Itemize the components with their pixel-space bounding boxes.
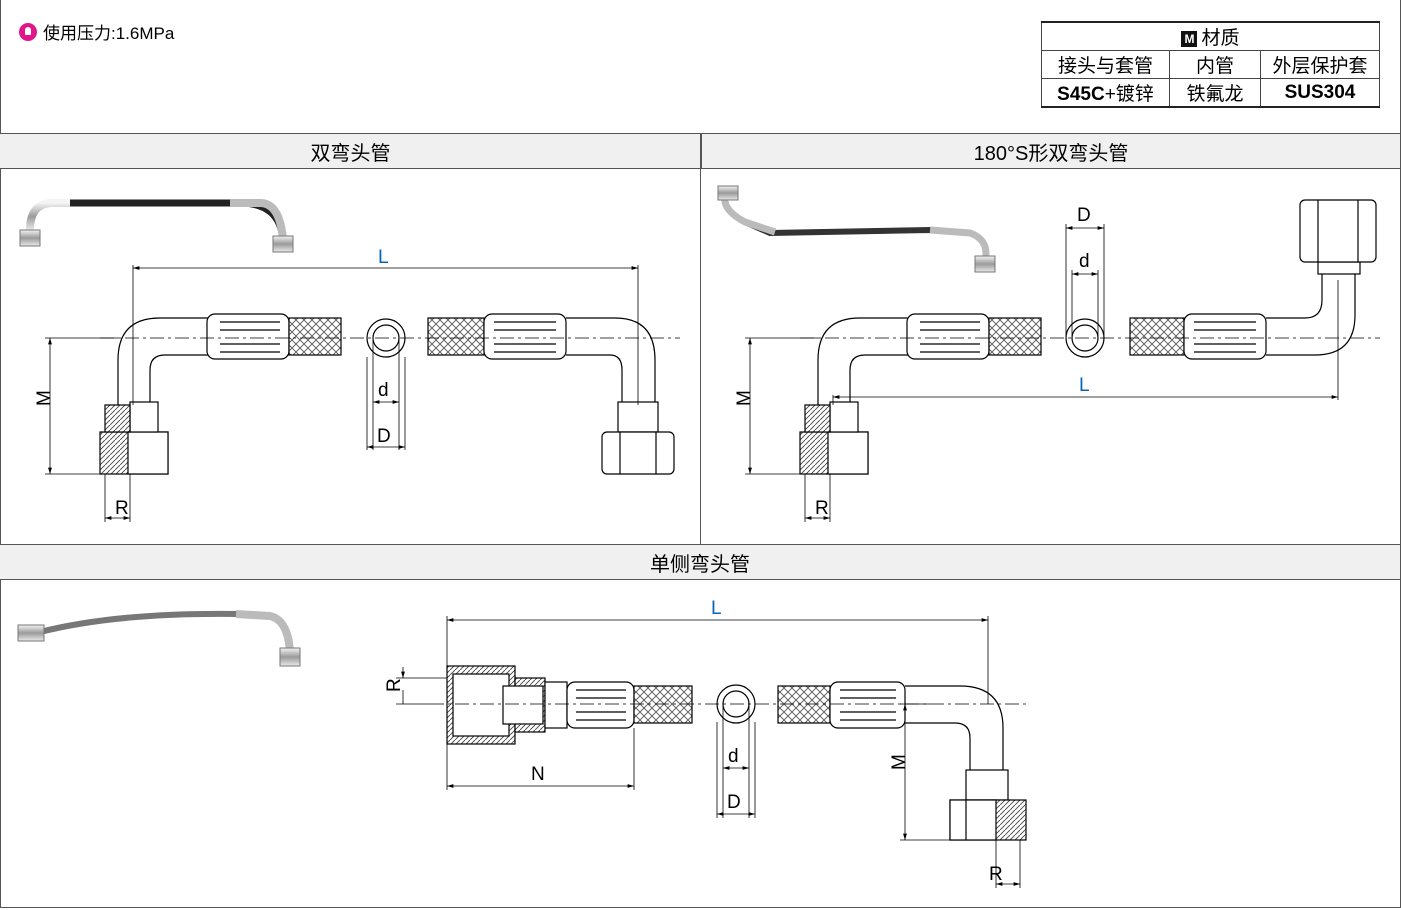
drawing-double-elbow [45, 265, 680, 522]
section-divider [700, 133, 701, 544]
value-outer-sheath: SUS304 [1260, 78, 1380, 108]
dim-label-M-1: M [34, 390, 55, 406]
header-outer-sheath: 外层保护套 [1260, 50, 1380, 79]
dim-label-M-2: M [734, 390, 755, 406]
material-title: 材质 [1201, 28, 1240, 49]
section-header-single-elbow: 单侧弯头管 [0, 544, 1400, 580]
dim-label-d-2: d [1079, 251, 1090, 272]
location-pin-icon [19, 22, 37, 41]
value-fitting-plating: +镀锌 [1104, 84, 1154, 105]
drawing-s-double-elbow [745, 199, 1380, 522]
section-header-double-elbow: 双弯头管 [0, 133, 701, 169]
dim-label-D-2: D [1077, 205, 1091, 226]
dim-label-L-1: L [378, 247, 389, 268]
dim-label-M-3: M [889, 754, 910, 770]
dim-label-R-3b: R [989, 864, 1003, 885]
section-header-s-double-elbow: 180°S形双弯头管 [701, 133, 1400, 169]
material-m-icon: M [1181, 30, 1198, 47]
dim-label-D-3: D [727, 792, 741, 813]
dim-label-d-3: d [728, 746, 739, 767]
dim-label-L-3: L [711, 598, 722, 619]
value-fitting-steel: S45C [1057, 84, 1105, 105]
drawing-single-elbow [396, 616, 1030, 888]
photo-single-elbow-hose [17, 610, 301, 667]
pressure-text: 使用压力:1.6MPa [43, 24, 175, 43]
dim-label-L-2: L [1079, 375, 1090, 396]
header-inner-tube: 内管 [1169, 50, 1261, 79]
dim-label-N-3: N [531, 764, 545, 785]
dim-label-D-1: D [377, 426, 391, 447]
dim-label-R-1: R [115, 498, 129, 519]
value-fitting: S45C+镀锌 [1041, 78, 1170, 108]
dim-label-d-1: d [378, 380, 389, 401]
header-fitting: 接头与套管 [1041, 50, 1170, 79]
dim-label-R-2: R [815, 498, 829, 519]
pressure-note: 使用压力:1.6MPa [19, 19, 174, 44]
photo-s-double-elbow-hose [717, 185, 996, 273]
dim-label-R-3a: R [384, 678, 405, 692]
photo-double-elbow-hose [19, 199, 294, 253]
